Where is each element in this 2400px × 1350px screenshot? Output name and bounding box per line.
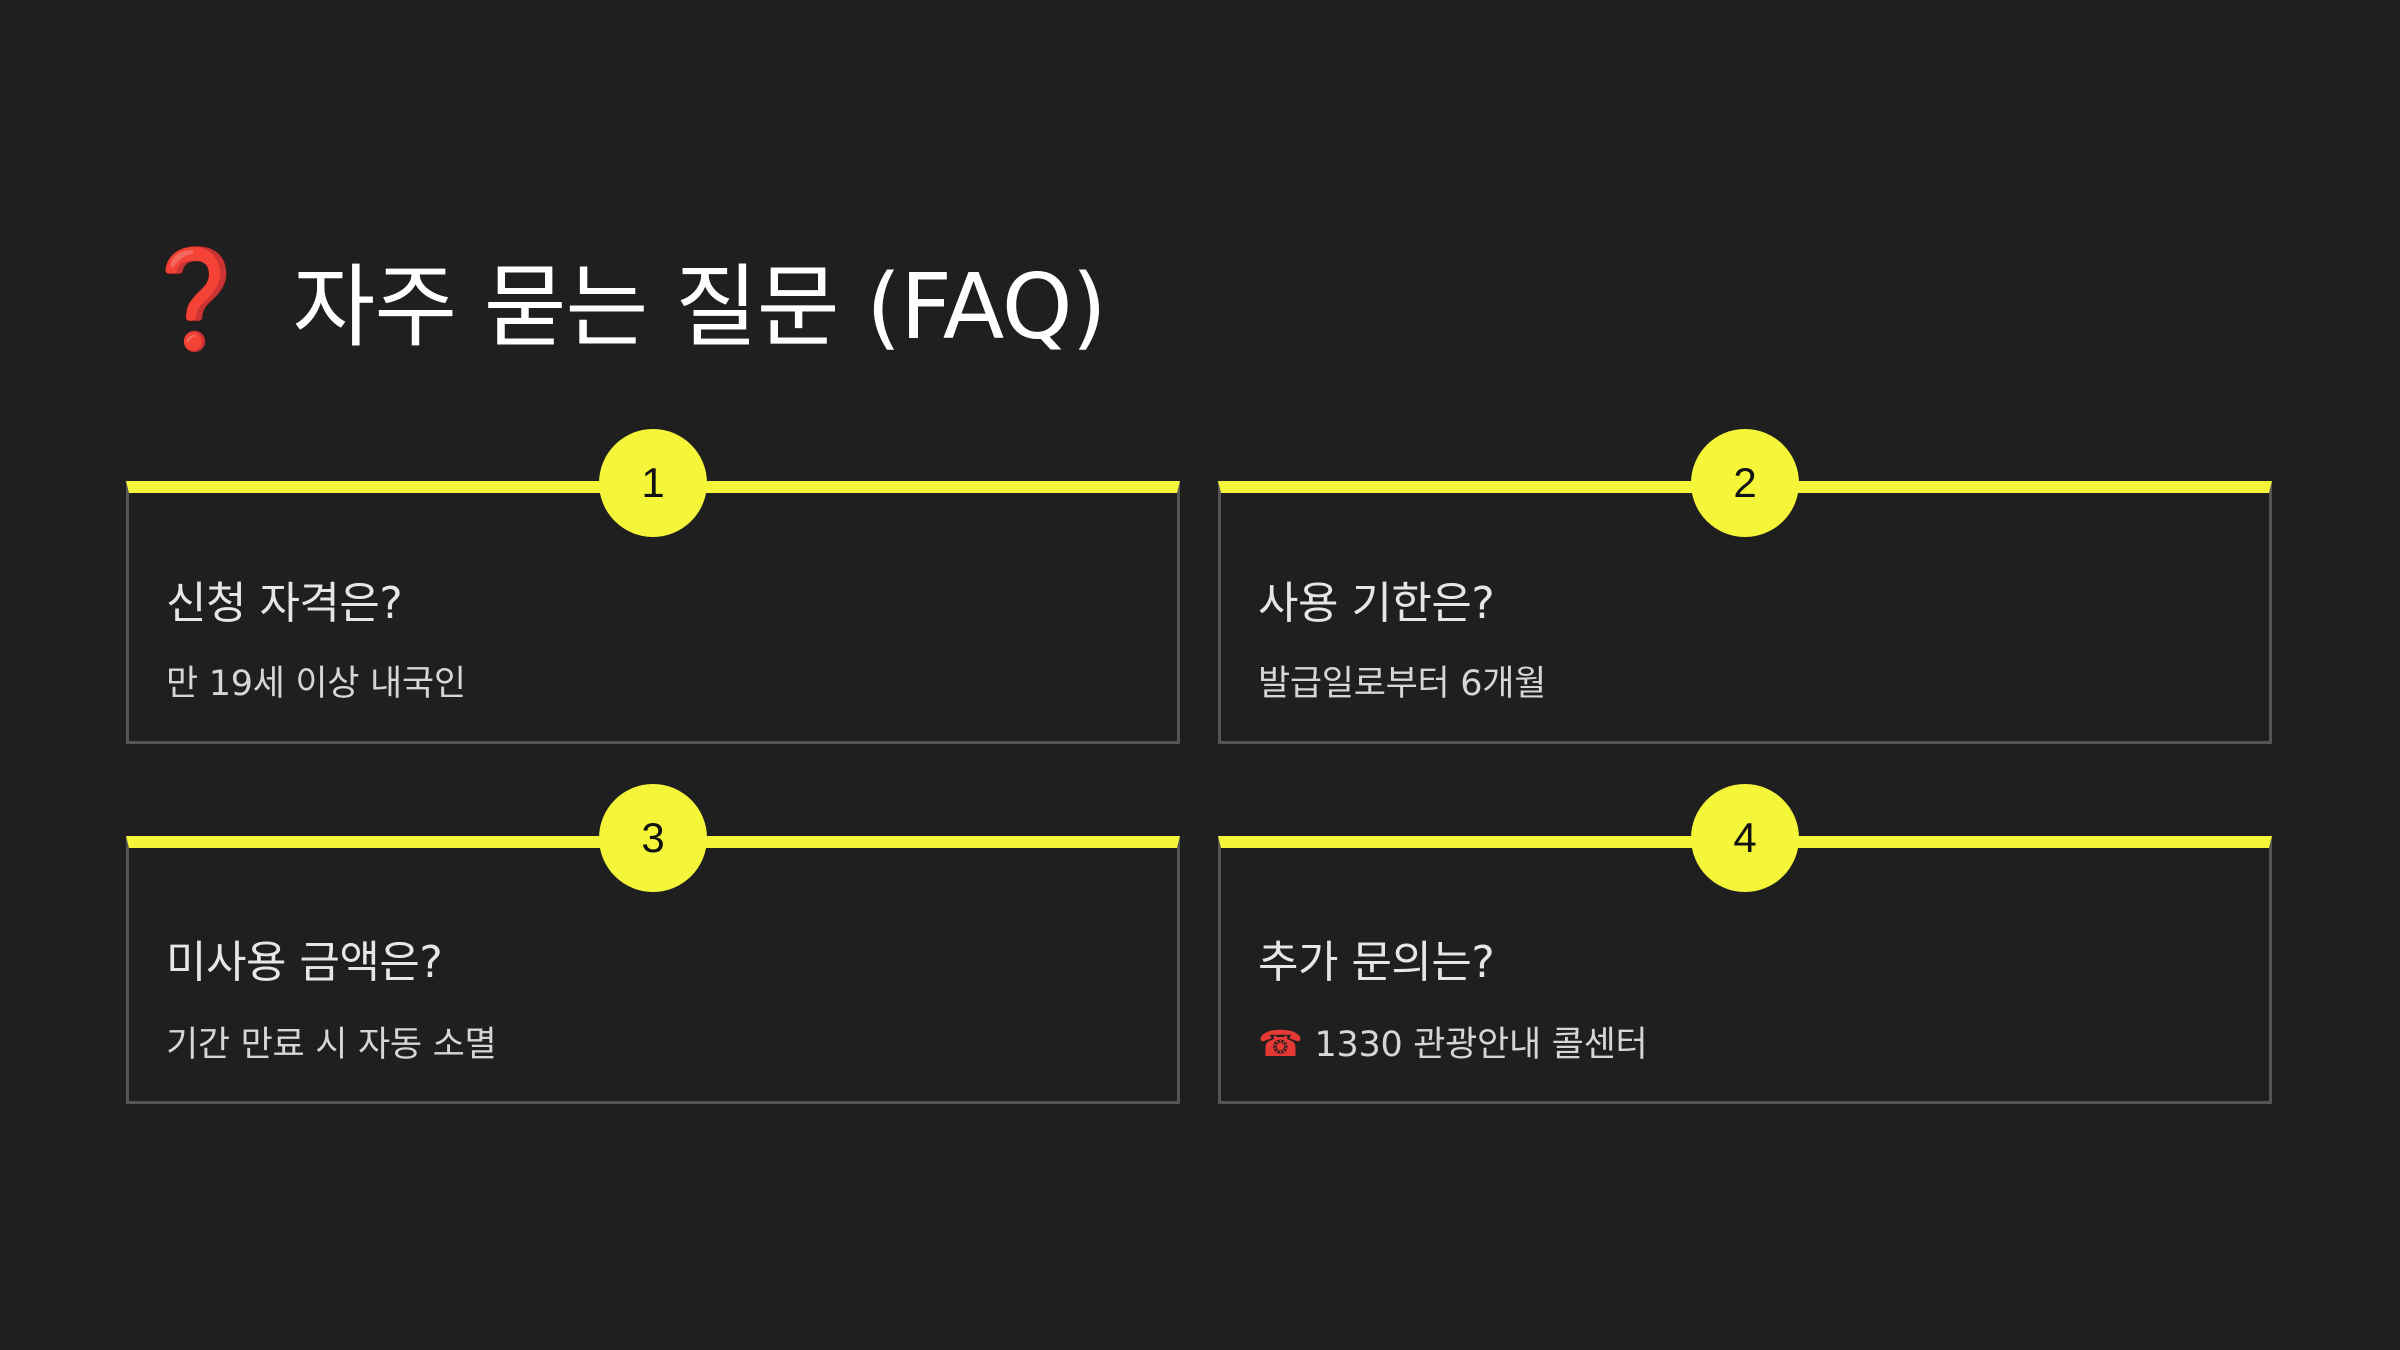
faq-card-1: 1 신청 자격은? 만 19세 이상 내국인: [126, 429, 1180, 744]
faq-number-badge: 2: [1691, 429, 1799, 537]
page-title: ❓ 자주 묻는 질문 (FAQ): [136, 243, 1107, 360]
faq-number-badge: 4: [1691, 784, 1799, 892]
faq-card-2: 2 사용 기한은? 발급일로부터 6개월: [1218, 429, 2272, 744]
faq-question: 신청 자격은?: [166, 578, 403, 629]
telephone-icon: ☎: [1258, 1024, 1303, 1065]
faq-number-badge: 1: [599, 429, 707, 537]
faq-answer: 만 19세 이상 내국인: [166, 664, 466, 704]
faq-answer-text: 1330 관광안내 콜센터: [1314, 1025, 1648, 1065]
faq-question: 추가 문의는?: [1258, 937, 1495, 988]
faq-answer: 발급일로부터 6개월: [1258, 664, 1546, 704]
faq-answer: ☎ 1330 관광안내 콜센터: [1258, 1016, 1648, 1067]
faq-card-4: 4 추가 문의는? ☎ 1330 관광안내 콜센터: [1218, 784, 2272, 1104]
faq-answer: 기간 만료 시 자동 소멸: [166, 1025, 497, 1065]
page-title-text: 자주 묻는 질문 (FAQ): [292, 255, 1107, 360]
faq-question: 미사용 금액은?: [166, 937, 443, 988]
faq-question: 사용 기한은?: [1258, 578, 1495, 629]
faq-number-badge: 3: [599, 784, 707, 892]
question-mark-icon: ❓: [136, 243, 256, 355]
faq-card-3: 3 미사용 금액은? 기간 만료 시 자동 소멸: [126, 784, 1180, 1104]
